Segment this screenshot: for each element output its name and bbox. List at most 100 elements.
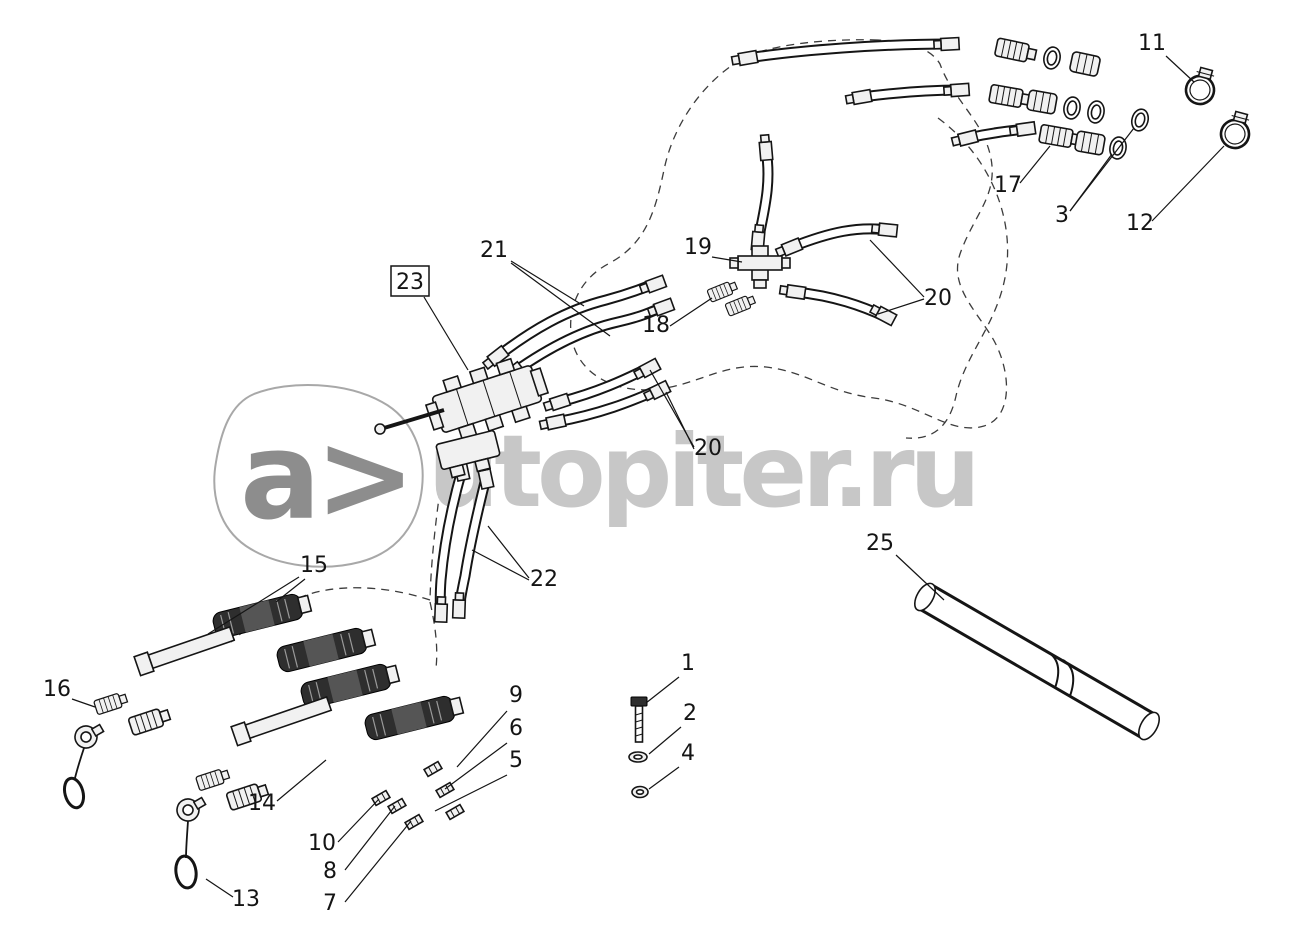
leader-line — [434, 774, 508, 812]
leader-line — [645, 676, 680, 704]
callout-22: 22 — [471, 525, 558, 592]
hose-clamp-11 — [1181, 63, 1221, 109]
leader-line — [207, 576, 300, 635]
callout-label: 7 — [323, 891, 337, 916]
coupler-ring — [1085, 98, 1107, 126]
coupler-ring — [1061, 94, 1083, 122]
callout-label: 9 — [509, 683, 523, 708]
callout-label: 15 — [300, 553, 328, 578]
callout-3: 3 — [1055, 127, 1135, 228]
callout-23: 23 — [390, 265, 469, 371]
parts — [62, 36, 1256, 890]
tube-25 — [913, 582, 1161, 741]
coupler-cluster-top-right — [987, 37, 1256, 162]
callout-16: 16 — [43, 677, 96, 708]
callout-2: 2 — [648, 701, 697, 755]
callout-14: 14 — [248, 759, 327, 816]
coupler-grip-15b — [274, 623, 378, 675]
leader-line — [276, 759, 327, 802]
callout-label: 13 — [232, 887, 260, 912]
leader-line — [344, 820, 412, 903]
leader-line — [895, 554, 945, 601]
male-coupler-16b — [127, 705, 173, 737]
coupler-stem-a — [133, 625, 236, 677]
callout-label: 12 — [1126, 211, 1154, 236]
callout-label: 2 — [683, 701, 697, 726]
leader-line — [471, 549, 530, 581]
leader-line — [665, 391, 695, 450]
callout-21: 21 — [480, 238, 611, 337]
leader-line — [275, 578, 306, 603]
washer-2 — [628, 751, 648, 763]
callout-label: 5 — [509, 748, 523, 773]
callout-label: 6 — [509, 716, 523, 741]
coupler-sleeve — [1068, 50, 1102, 78]
callouts: 11 17 3 12 21 23 19 — [43, 31, 1225, 916]
leader-line — [71, 698, 96, 708]
coupler-stem-b — [230, 695, 333, 747]
dust-cap-a — [70, 717, 108, 753]
male-coupler-13a — [194, 766, 232, 792]
cap-chain-a — [74, 747, 85, 779]
hose-clamp-12 — [1216, 107, 1256, 153]
leader-line — [456, 710, 508, 768]
coupler-plug — [993, 37, 1039, 65]
callout-label: 17 — [994, 173, 1022, 198]
leader-line — [337, 798, 380, 843]
callout-8: 8 — [323, 805, 396, 884]
callout-label: 10 — [308, 831, 336, 856]
callout-label: 25 — [866, 531, 894, 556]
dashed-contour-right — [905, 117, 1009, 439]
callout-7: 7 — [323, 820, 412, 916]
callout-10: 10 — [308, 798, 380, 856]
leader-line — [1165, 55, 1195, 83]
clip-9 — [423, 760, 443, 778]
leader-line — [423, 296, 469, 371]
callout-label: 19 — [684, 235, 712, 260]
bolt-1 — [630, 696, 648, 743]
hose-fittings — [433, 36, 1037, 624]
cap-ring-b — [174, 854, 198, 890]
leader-line — [711, 256, 743, 263]
clip-5 — [445, 803, 465, 821]
callout-label: 4 — [681, 741, 695, 766]
nut-4 — [631, 785, 649, 799]
callout-20-mid: 20 — [649, 369, 722, 461]
dust-cap-b — [172, 790, 210, 826]
callout-18: 18 — [642, 297, 713, 338]
leader-line — [669, 297, 713, 327]
leader-line — [1151, 145, 1225, 222]
dashed-contour-main — [570, 39, 1008, 429]
callout-25: 25 — [866, 531, 945, 601]
callout-label: 20 — [924, 286, 952, 311]
leader-line — [205, 878, 234, 898]
callout-label: 14 — [248, 791, 276, 816]
leader-line — [648, 766, 680, 790]
callout-label: 3 — [1055, 203, 1069, 228]
clip-7 — [404, 813, 424, 831]
coupler-ring — [1041, 44, 1063, 72]
watermark: a> utopiter.ru — [213, 383, 981, 568]
valve-sub-block — [435, 429, 501, 479]
control-valve-block — [424, 357, 550, 441]
leader-line — [444, 742, 508, 790]
callout-20-right: 20 — [869, 239, 952, 315]
cap-chain-b — [185, 820, 189, 859]
valve-lever — [374, 408, 445, 435]
callout-label: 8 — [323, 859, 337, 884]
dashed-link-branch — [429, 601, 438, 669]
watermark-logo-text: a> — [240, 408, 410, 547]
coupler-sleeve — [1073, 129, 1107, 157]
plug-18b — [724, 292, 758, 317]
coupler-grip-14b — [362, 691, 466, 743]
leader-line — [510, 262, 611, 337]
callout-13: 13 — [205, 878, 260, 912]
callout-label: 22 — [530, 567, 558, 592]
leader-line — [1069, 127, 1135, 212]
male-coupler-16a — [92, 690, 130, 716]
leader-line — [1019, 145, 1051, 184]
leader-line — [510, 260, 585, 307]
callout-label: 1 — [681, 651, 695, 676]
